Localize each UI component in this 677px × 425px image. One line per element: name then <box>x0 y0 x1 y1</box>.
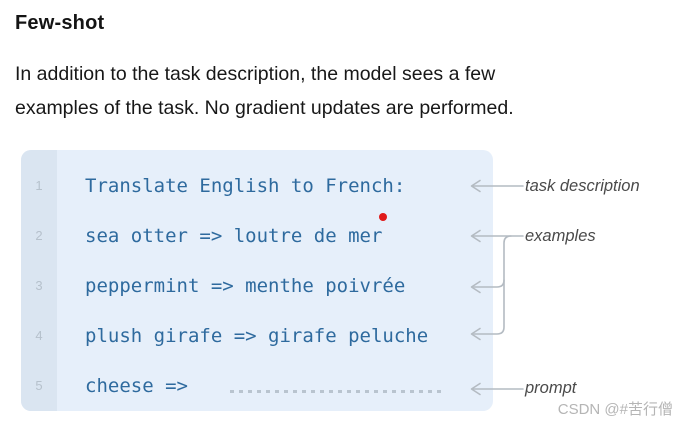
description-line-1: In addition to the task description, the… <box>15 63 496 85</box>
line-number: 2 <box>35 228 43 243</box>
red-dot-marker <box>379 213 387 221</box>
line-number-gutter: 1 2 3 4 5 <box>21 150 57 411</box>
code-line-task-description: Translate English to French: <box>85 175 406 197</box>
annotation-task-description: task description <box>525 177 640 195</box>
page-title: Few-shot <box>15 12 105 34</box>
line-number: 1 <box>35 178 43 193</box>
line-number: 5 <box>35 378 43 393</box>
code-line-example-2: peppermint => menthe poivrée <box>85 275 406 297</box>
line-number: 3 <box>35 278 43 293</box>
blank-completion-dotted-line <box>230 390 445 393</box>
line-number: 4 <box>35 328 43 343</box>
code-line-example-1: sea otter => loutre de mer <box>85 225 383 247</box>
prompt-code-panel: 1 2 3 4 5 Translate English to French: s… <box>21 150 493 411</box>
watermark: CSDN @#苦行僧 <box>557 401 673 418</box>
code-line-example-3: plush girafe => girafe peluche <box>85 325 429 347</box>
annotation-examples: examples <box>525 227 596 245</box>
code-line-prompt: cheese => <box>85 375 188 397</box>
code-lines: Translate English to French: sea otter =… <box>57 150 493 411</box>
description-line-2: examples of the task. No gradient update… <box>15 97 514 119</box>
annotation-prompt: prompt <box>525 379 577 397</box>
